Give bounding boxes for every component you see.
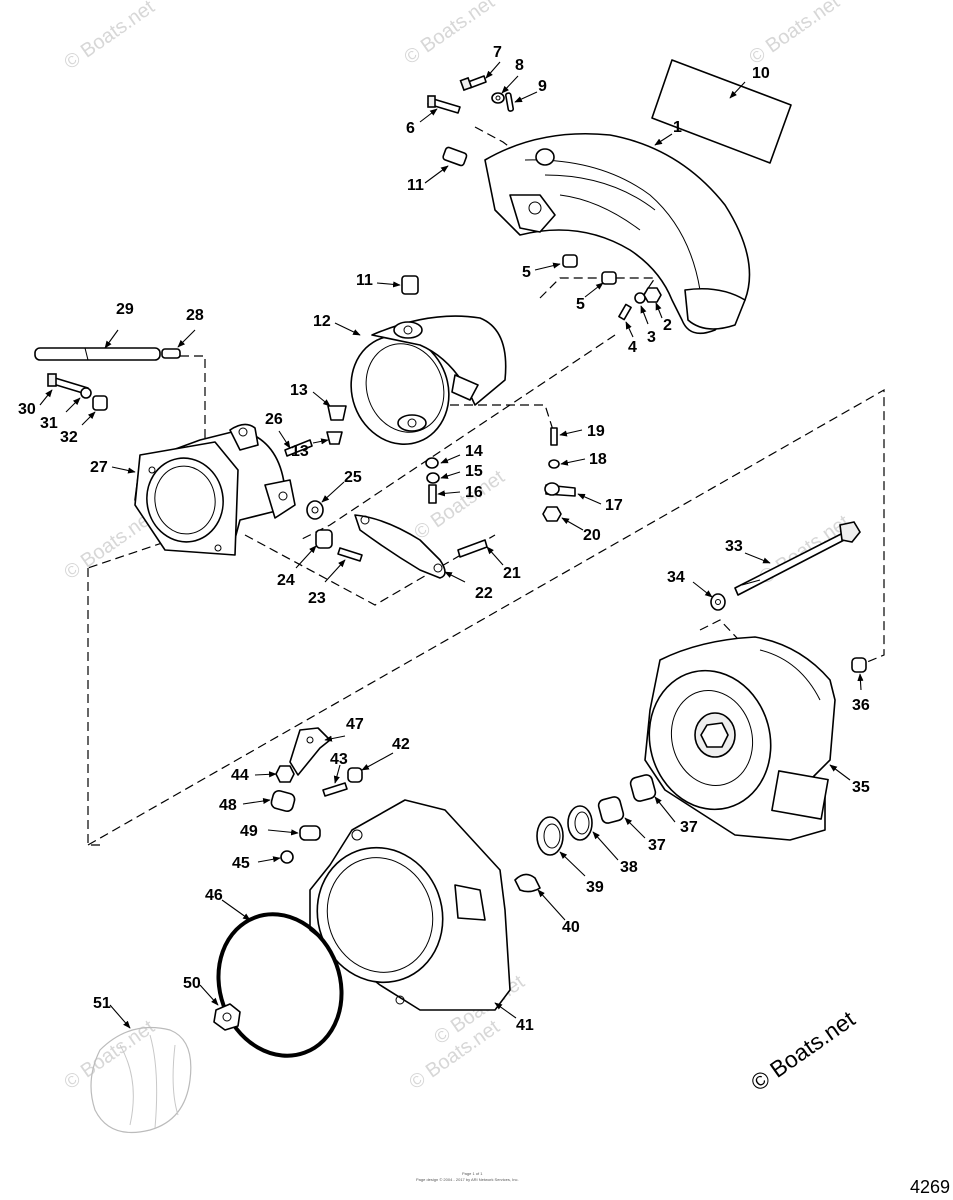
- part-34-washer: [710, 593, 726, 611]
- callout: 8: [515, 57, 524, 74]
- callout: 10: [752, 65, 770, 82]
- callout: 5: [576, 296, 585, 313]
- callout: 22: [475, 585, 493, 602]
- part-50-nut: [213, 1003, 241, 1031]
- callout: 46: [205, 887, 223, 904]
- part-35-housing: [644, 636, 836, 841]
- callout: 21: [503, 565, 521, 582]
- callout: 15: [465, 463, 483, 480]
- parts-37-39: [536, 774, 657, 856]
- footer-page: Page 1 of 1: [462, 1171, 483, 1176]
- parts-42-49: [270, 727, 363, 864]
- part-41-wear-housing: [309, 799, 511, 1011]
- part-46-oring: [216, 912, 344, 1058]
- callout: 39: [586, 879, 604, 896]
- callout: 31: [40, 415, 58, 432]
- callout: 23: [308, 590, 326, 607]
- callout: 27: [90, 459, 108, 476]
- callout: 42: [392, 736, 410, 753]
- callout: 18: [589, 451, 607, 468]
- callout: 3: [647, 329, 656, 346]
- callout: 25: [344, 469, 362, 486]
- callout: 26: [265, 411, 283, 428]
- part-51-impeller: [90, 1026, 192, 1134]
- callout: 9: [538, 78, 547, 95]
- callout: 49: [240, 823, 258, 840]
- part-27-housing: [134, 423, 296, 556]
- callout: 37: [648, 837, 666, 854]
- watermark: © Boats.net: [410, 466, 509, 544]
- callout: 14: [465, 443, 483, 460]
- part-36-plug: [851, 657, 867, 673]
- callout: 29: [116, 301, 134, 318]
- part-1-nozzle: [484, 132, 751, 335]
- callout: 38: [620, 859, 638, 876]
- callout: 13: [290, 382, 308, 399]
- callout: 36: [852, 697, 870, 714]
- callout: 7: [493, 44, 502, 61]
- part-12-steering-ring: [350, 315, 507, 446]
- callout: 24: [277, 572, 295, 589]
- part-29-rod: [34, 347, 161, 361]
- callout: 45: [232, 855, 250, 872]
- part-33-bolt: [734, 521, 861, 596]
- watermark: © Boats.net: [400, 0, 499, 69]
- part-40-clip: [514, 873, 541, 893]
- callout: 1: [673, 119, 682, 136]
- watermark: © Boats.net: [745, 0, 844, 69]
- watermark: © Boats.net: [60, 0, 159, 74]
- callout: 13: [291, 443, 309, 460]
- diagram-number: 4269: [910, 1177, 950, 1197]
- callout: 30: [18, 401, 36, 418]
- callout: 40: [562, 919, 580, 936]
- callout: 35: [852, 779, 870, 796]
- callout: 4: [628, 339, 637, 356]
- copyright-watermark: © Boats.net: [746, 1005, 860, 1096]
- callout: 48: [219, 797, 237, 814]
- callout: 51: [93, 995, 111, 1012]
- callout: 44: [231, 767, 249, 784]
- callout: 28: [186, 307, 204, 324]
- part-28-pin: [161, 348, 181, 359]
- callout: 41: [516, 1017, 534, 1034]
- part-10-decal: [651, 59, 792, 164]
- callout: 32: [60, 429, 78, 446]
- callout: 47: [346, 716, 364, 733]
- callout: 11: [356, 272, 373, 289]
- callout: 12: [313, 313, 331, 330]
- callout: 5: [522, 264, 531, 281]
- callout: 50: [183, 975, 201, 992]
- footer-copyright: Page design © 2004 - 2017 by ARI Network…: [416, 1177, 519, 1182]
- callout-labels: 1 2 3 4 5 5 6 7 8 9 10 11 11 12 13 13 14…: [18, 44, 870, 1034]
- callout: 11: [407, 177, 424, 194]
- leader-lines: [39, 61, 864, 1029]
- callout: 43: [330, 751, 348, 768]
- callout: 16: [465, 484, 483, 501]
- callout: 17: [605, 497, 623, 514]
- callout: 6: [406, 120, 415, 137]
- callout: 20: [583, 527, 601, 544]
- callout: 19: [587, 423, 605, 440]
- callout: 33: [725, 538, 743, 555]
- callout: 37: [680, 819, 698, 836]
- callout: 2: [663, 317, 672, 334]
- callout: 34: [667, 569, 685, 586]
